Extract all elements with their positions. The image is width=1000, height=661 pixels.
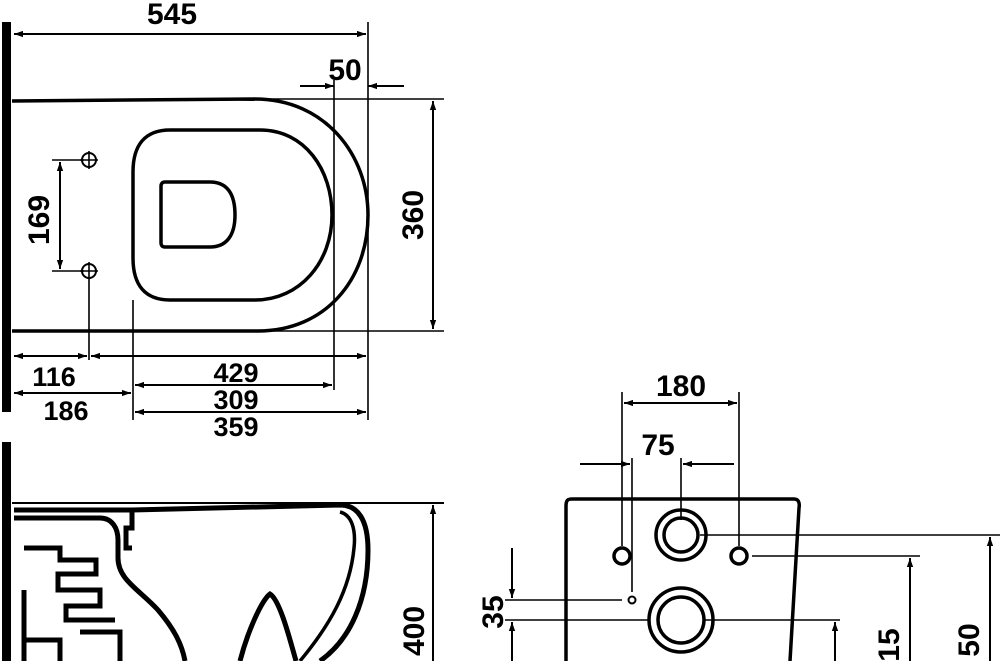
dim-overall-width: 360 (397, 190, 430, 240)
fixing-hole-right (729, 546, 749, 566)
bowl-outline-top (11, 97, 370, 333)
dim-height-partial: 400 (398, 606, 431, 656)
seat-profile (14, 507, 135, 551)
pin-hole (627, 595, 637, 605)
waste-outlet (647, 586, 840, 654)
dim-rim-offset: 50 (328, 54, 361, 87)
wall-top-view (2, 22, 11, 412)
rim-inner-profile (298, 510, 357, 661)
dim-bolt-height-partial: 15 (873, 628, 906, 661)
bowl-back-outline (564, 497, 801, 661)
dim-opening-to-front: 359 (213, 412, 258, 442)
dim-opening-length: 309 (213, 385, 258, 415)
dim-inlet-height-partial: 50 (953, 623, 986, 656)
front-view: 180 75 35 15 50 (477, 370, 1000, 661)
outlet-profile (21, 590, 123, 661)
rim-outer-profile (131, 502, 371, 661)
trap-inner-profile (24, 545, 115, 623)
dim-fixing-to-front: 429 (213, 358, 258, 388)
water-inlet (654, 458, 1000, 562)
trapway-profile (14, 515, 188, 661)
fixing-hole-left (612, 546, 632, 566)
side-view: 400 (2, 442, 444, 661)
dim-wall-to-opening: 186 (43, 396, 88, 426)
dim-inlet-spacing: 180 (656, 370, 706, 403)
rear-pan-top (159, 180, 237, 249)
bowl-inner-curve (237, 590, 299, 661)
dim-bolt-offset: 35 (477, 595, 510, 628)
dim-inlet-offset: 75 (641, 429, 674, 462)
dim-wall-to-fixing: 116 (32, 362, 76, 392)
bowl-opening-top (131, 128, 334, 302)
dim-overall-length: 545 (147, 0, 197, 31)
dim-fixing-hole-spacing: 169 (23, 195, 56, 245)
wall-side-view (2, 442, 11, 661)
top-view: 545 50 360 169 116 429 186 309 359 (2, 0, 444, 442)
